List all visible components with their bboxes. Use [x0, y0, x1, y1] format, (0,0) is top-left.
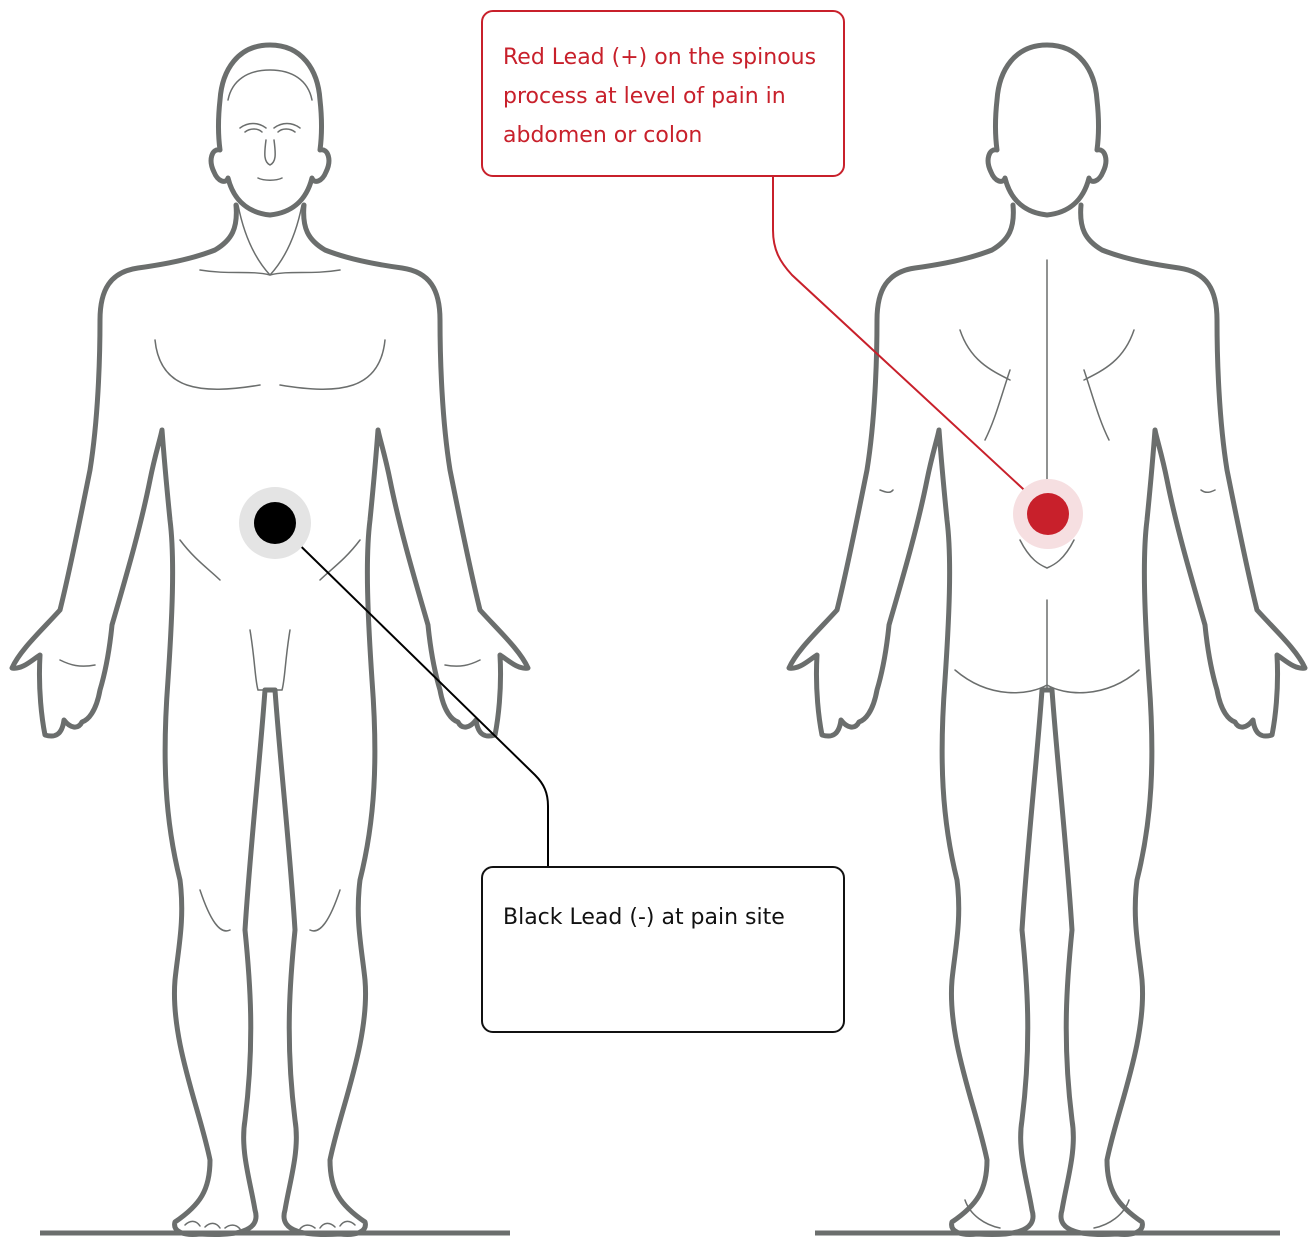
black-lead-label: Black Lead (-) at pain site [503, 905, 785, 930]
red-electrode-dot [1027, 493, 1069, 535]
red-electrode-marker [1013, 479, 1083, 549]
black-lead-callout: Black Lead (-) at pain site [481, 866, 845, 1033]
back-feet-detail [965, 1200, 1129, 1228]
front-body-figure [12, 45, 528, 1235]
red-lead-label: Red Lead (+) on the spinous process at l… [503, 45, 816, 148]
front-body-outline [12, 205, 528, 1235]
front-feet-detail [185, 1221, 355, 1229]
back-head-outline [988, 45, 1106, 215]
red-lead-callout: Red Lead (+) on the spinous process at l… [481, 10, 845, 177]
red-lead-leader-line [773, 177, 1048, 512]
front-face-detail [228, 70, 312, 180]
black-electrode-marker [239, 487, 311, 559]
black-electrode-dot [254, 502, 296, 544]
back-body-figure [789, 45, 1305, 1235]
front-chest-detail [60, 205, 480, 931]
